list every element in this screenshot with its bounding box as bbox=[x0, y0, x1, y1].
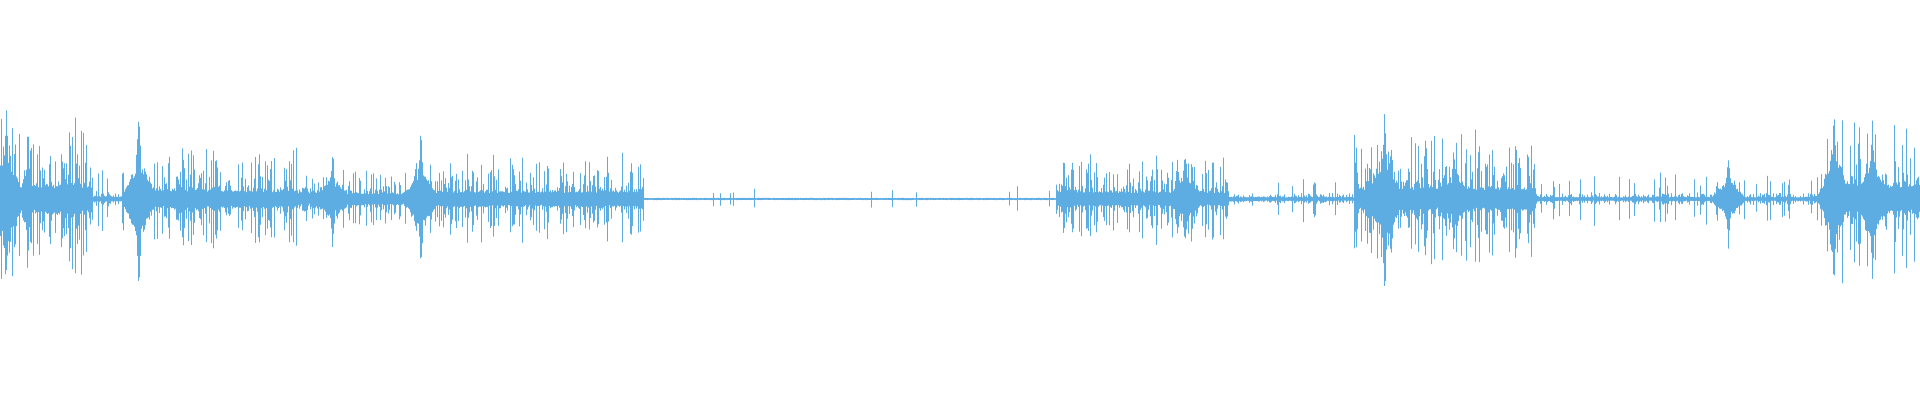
waveform-path bbox=[0, 110, 1920, 286]
waveform-bars bbox=[0, 110, 1920, 286]
